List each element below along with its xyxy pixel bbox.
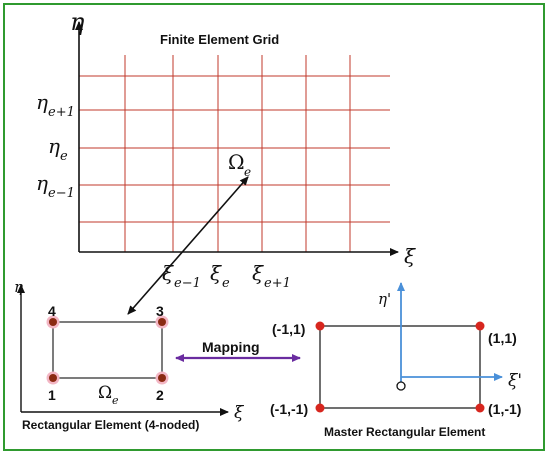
svg-text:η: η [36, 90, 48, 114]
svg-text:η: η [36, 171, 48, 195]
rect-x-axis-symbol: ξ [234, 403, 245, 423]
grid-title: Finite Element Grid [160, 32, 279, 47]
xi-label-e-plus-1: ξ e+1 [252, 261, 291, 291]
svg-text:η: η [48, 134, 60, 158]
svg-text:ξ: ξ [252, 261, 264, 285]
corner-label-top-right: (1,1) [488, 330, 517, 346]
rect-element-caption: Rectangular Element (4-noded) [22, 418, 199, 432]
physical-element-rect [52, 321, 163, 379]
svg-text:e−1: e−1 [174, 276, 201, 291]
master-nodes [315, 321, 485, 413]
svg-text:e: e [244, 165, 251, 179]
node-1-label: 1 [48, 387, 56, 403]
svg-text:e+1: e+1 [264, 276, 291, 291]
rect-y-axis-symbol: η [14, 278, 23, 296]
mapping: Mapping [175, 339, 301, 362]
corner-label-bottom-left: (-1,-1) [270, 401, 308, 417]
svg-text:Ω: Ω [98, 383, 112, 403]
xi-label-e: ξ e [210, 261, 230, 291]
mapping-label: Mapping [202, 339, 260, 355]
master-origin-marker [396, 381, 406, 391]
svg-text:ξ: ξ [210, 261, 222, 285]
node-4-label: 4 [48, 303, 56, 319]
eta-label-e: η e [48, 134, 68, 164]
svg-text:e: e [112, 394, 119, 407]
rect-element-panel: η ξ 1 2 3 4 Ω e Rectangular Element [14, 278, 245, 432]
grid-element-label: Ω e [228, 150, 251, 179]
master-y-axis-symbol: η' [378, 290, 391, 308]
master-element-rect [319, 325, 481, 409]
physical-nodes [46, 315, 169, 385]
eta-label-e-minus-1: η e−1 [36, 171, 75, 201]
master-node-dot [315, 403, 325, 413]
svg-text:Ω: Ω [228, 150, 245, 174]
node-3-dot [158, 318, 166, 326]
master-element-panel: η' ξ' (-1,1) (1,1) (-1,-1) (1,-1) Master… [270, 282, 522, 439]
node-2-label: 2 [156, 387, 164, 403]
master-node-dot [315, 321, 325, 331]
svg-text:e+1: e+1 [48, 105, 75, 120]
node-2-dot [158, 374, 166, 382]
master-x-axis-symbol: ξ' [508, 371, 522, 391]
grid-y-axis-symbol: η [70, 8, 85, 36]
xi-label-e-minus-1: ξ e−1 [162, 261, 201, 291]
grid-panel: Finite Element Grid η ξ [36, 8, 416, 291]
master-node-dot [475, 321, 485, 331]
master-element-caption: Master Rectangular Element [324, 425, 485, 439]
svg-text:e−1: e−1 [48, 186, 75, 201]
figure-border [3, 3, 545, 451]
corner-label-bottom-right: (1,-1) [488, 401, 521, 417]
corner-label-top-left: (-1,1) [272, 321, 305, 337]
svg-text:e: e [222, 276, 230, 291]
node-3-label: 3 [156, 303, 164, 319]
element-connector-arrow [127, 176, 249, 315]
master-node-dot [475, 403, 485, 413]
node-1-dot [49, 374, 57, 382]
node-4-dot [49, 318, 57, 326]
grid-x-axis-symbol: ξ [404, 244, 416, 268]
svg-text:e: e [60, 149, 68, 164]
physical-element-label: Ω e [98, 383, 119, 407]
eta-label-e-plus-1: η e+1 [36, 90, 75, 120]
